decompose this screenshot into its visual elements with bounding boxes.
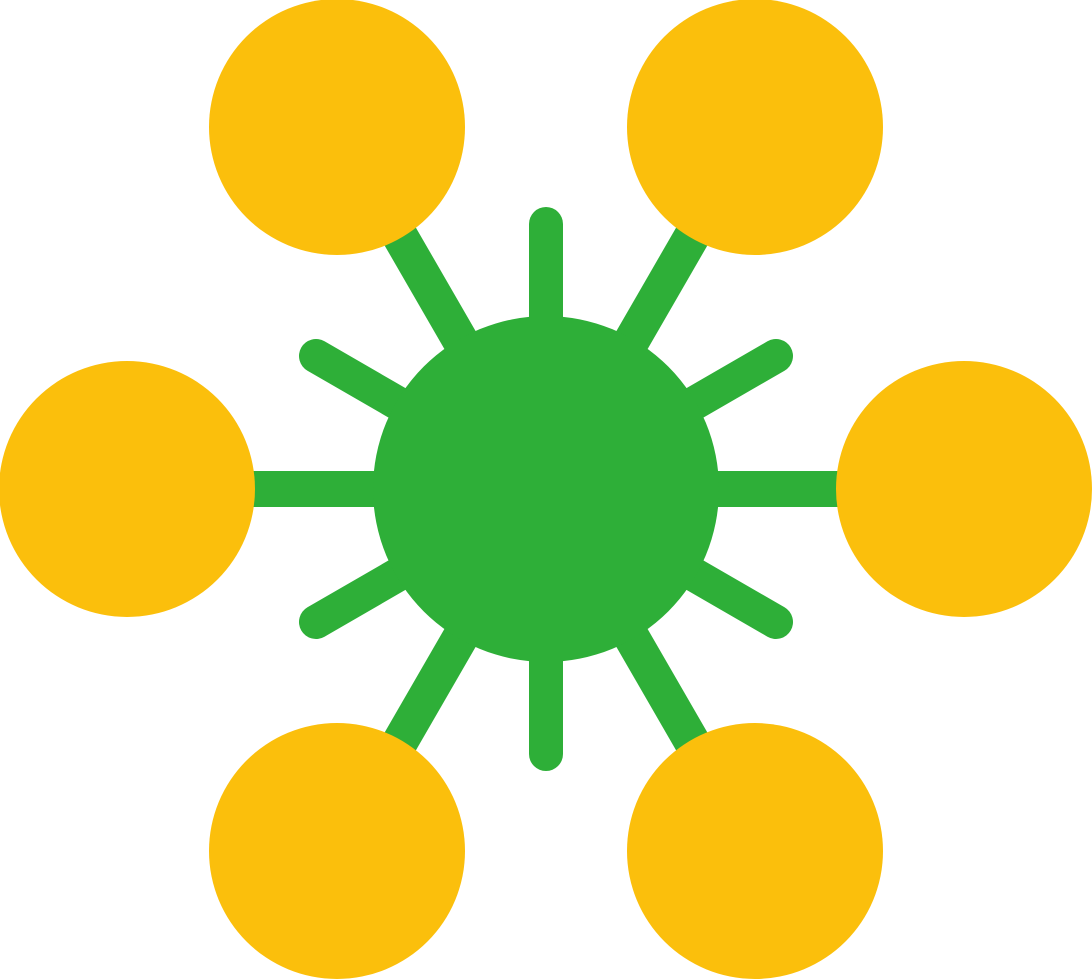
node-top-right xyxy=(627,0,883,255)
node-right xyxy=(836,361,1092,617)
node-bottom-right xyxy=(627,723,883,979)
node-bottom-left xyxy=(209,723,465,979)
node-left xyxy=(0,361,255,617)
hub-circle xyxy=(373,316,719,662)
node-top-left xyxy=(209,0,465,255)
